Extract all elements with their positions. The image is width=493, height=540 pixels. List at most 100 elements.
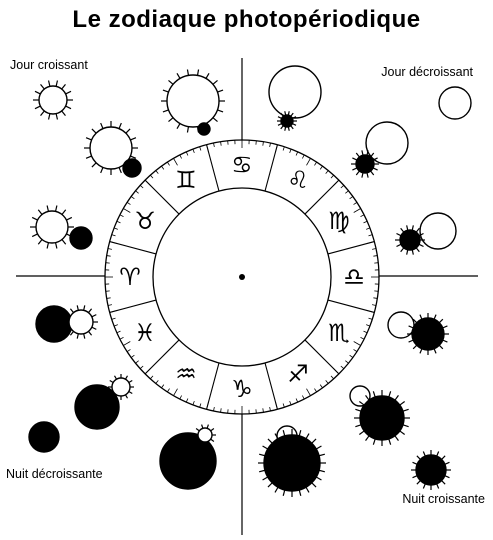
wheel-tick — [179, 395, 182, 400]
ray — [415, 227, 420, 233]
ray — [196, 69, 200, 76]
wheel-sector-divider — [304, 179, 340, 215]
wheel-tick — [340, 185, 345, 189]
ray — [372, 157, 378, 161]
wheel-sector-divider — [144, 179, 180, 215]
zodiac-glyphs: ♋♌♍♎♏♐♑♒♓♈♉♊ — [119, 151, 365, 403]
zodiac-glyph: ♓ — [134, 319, 156, 347]
wheel-tick — [185, 398, 189, 403]
ray — [37, 209, 43, 215]
wheel-tick — [116, 220, 121, 224]
zodiac-glyph: ♎ — [343, 263, 365, 291]
wheel-tick — [345, 360, 349, 364]
ray — [399, 430, 406, 435]
ray — [411, 225, 414, 231]
ray — [168, 79, 174, 85]
wheel-tick — [353, 208, 361, 213]
ray — [186, 69, 190, 76]
wheel-tick — [123, 341, 131, 346]
ray — [419, 314, 423, 320]
wheel-sector-divider — [327, 241, 375, 255]
ray — [83, 305, 86, 311]
ray — [311, 438, 317, 444]
pair-tl-3 — [84, 121, 142, 178]
wheel-sector-divider — [206, 144, 220, 192]
pair-tl-1 — [33, 80, 73, 120]
pair-tl-4 — [30, 205, 93, 250]
ray — [65, 326, 71, 330]
wheel-sector-divider — [109, 299, 157, 313]
pair-bl-3 — [28, 421, 60, 453]
wheel-tick — [192, 401, 195, 406]
open-disc — [89, 126, 133, 170]
ray — [418, 232, 424, 237]
ray — [61, 110, 66, 117]
ray — [47, 113, 51, 120]
filled-disc — [280, 114, 294, 128]
ray — [396, 232, 402, 237]
wheel-tick — [106, 297, 111, 299]
ray — [205, 72, 210, 79]
ray — [91, 128, 97, 134]
ray — [91, 314, 97, 318]
wheel-tick — [302, 395, 305, 400]
ray — [415, 247, 420, 253]
wheel-sector-divider — [327, 299, 375, 313]
wheel-tick — [111, 234, 116, 237]
ray — [418, 243, 424, 248]
wheel-tick — [314, 161, 317, 166]
wheel-tick — [353, 202, 358, 205]
wheel-tick — [319, 384, 323, 389]
ray — [46, 242, 50, 249]
ray — [212, 79, 218, 85]
wheel-tick — [372, 248, 377, 250]
filled-disc — [411, 317, 445, 351]
ray — [400, 227, 405, 233]
ray — [442, 325, 448, 329]
ray — [406, 225, 409, 231]
ray — [118, 122, 122, 129]
ray — [55, 113, 59, 120]
ray — [412, 344, 418, 350]
ray — [61, 209, 67, 215]
wheel-tick — [135, 360, 139, 364]
ray — [217, 109, 224, 113]
ray — [305, 486, 310, 493]
ray — [412, 318, 418, 324]
ray — [262, 445, 269, 450]
wheel-tick — [126, 349, 131, 352]
ray — [176, 72, 181, 79]
ray — [65, 105, 72, 110]
wheel-tick — [116, 330, 121, 334]
ray — [365, 394, 370, 401]
wheel-sector-divider — [304, 339, 340, 375]
wheel-tick — [173, 158, 178, 166]
wheel-tick — [161, 384, 165, 389]
filled-disc — [122, 158, 142, 178]
wheel-tick — [289, 401, 292, 406]
ray — [412, 475, 418, 479]
ray — [54, 205, 58, 212]
ray — [406, 249, 409, 255]
pair-bl-4 — [159, 424, 217, 490]
wheel-tick — [173, 388, 178, 396]
wheel-tick — [306, 158, 311, 166]
open-disc — [38, 85, 68, 115]
ray — [433, 348, 437, 354]
ray — [402, 424, 409, 428]
ray — [61, 239, 67, 245]
wheel-tick — [155, 380, 159, 384]
ray — [46, 205, 50, 212]
wheel-tick — [119, 337, 124, 340]
ray — [37, 239, 43, 245]
filled-disc — [35, 305, 73, 343]
wheel-tick — [199, 146, 202, 151]
ray — [65, 314, 71, 318]
ray — [298, 430, 302, 437]
pair-tl-2 — [161, 69, 225, 136]
ray — [388, 391, 392, 398]
wheel-sector-divider — [144, 339, 180, 375]
open-disc — [419, 212, 457, 250]
ray — [366, 150, 369, 156]
